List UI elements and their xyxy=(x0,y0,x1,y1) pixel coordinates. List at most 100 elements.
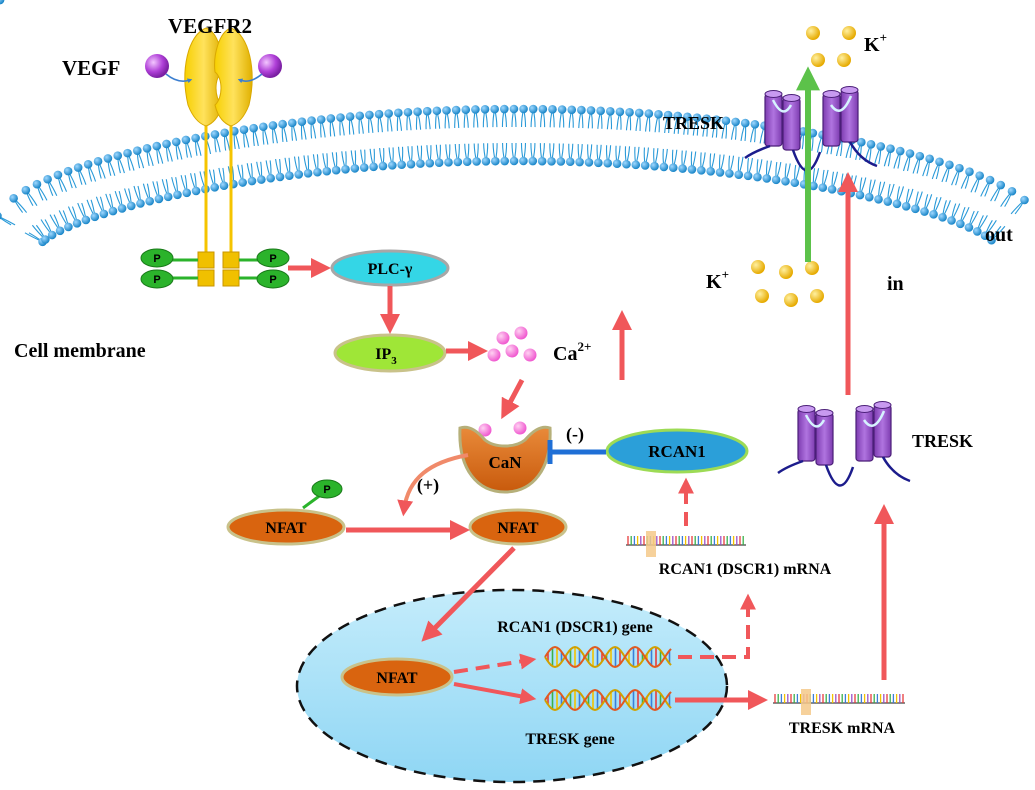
nucleus xyxy=(295,588,729,784)
lipid-head xyxy=(219,181,229,190)
lipid-head xyxy=(247,176,257,186)
lipid-head xyxy=(702,114,711,123)
lipid-head xyxy=(547,157,556,166)
vegf-binding-arrow xyxy=(237,73,263,84)
lipid-head xyxy=(365,110,374,120)
lipid-head xyxy=(920,207,929,216)
tresk-helix-cap xyxy=(782,94,801,102)
lipid-head xyxy=(326,114,336,123)
tresk-tail xyxy=(881,456,911,483)
lipid-head xyxy=(538,104,548,114)
lipid-head xyxy=(725,169,734,178)
lipid-head xyxy=(771,175,781,185)
calcium-ion xyxy=(513,421,527,435)
calcium-label: Ca2+ xyxy=(553,339,591,365)
lipid-head xyxy=(827,185,837,194)
potassium-ion xyxy=(779,265,793,279)
lipid-head xyxy=(753,172,762,182)
lipid-head xyxy=(43,174,52,184)
lipid-head xyxy=(575,157,584,167)
lipid-head xyxy=(422,106,432,116)
tresk-gene-label: TRESK gene xyxy=(525,731,614,748)
lipid-head xyxy=(9,194,18,203)
phosphate-label: P xyxy=(323,484,330,496)
rcan1-node xyxy=(605,428,749,474)
phosphate-group: P xyxy=(256,248,290,268)
lipid-head xyxy=(864,192,874,202)
lipid-head xyxy=(55,226,65,236)
lipid-head xyxy=(987,235,996,245)
tresk-helix xyxy=(822,93,841,147)
tresk-channel-membrane xyxy=(744,86,878,172)
lipid-head xyxy=(892,199,902,209)
phosphate-group: P xyxy=(256,269,290,289)
lipid-head xyxy=(220,128,229,138)
lipid-head xyxy=(72,219,82,228)
lipid-head xyxy=(191,186,201,196)
lipid-head xyxy=(634,108,644,118)
vegfr2-label: VEGFR2 xyxy=(168,14,252,38)
lipid-head xyxy=(678,164,687,173)
lipid-head xyxy=(83,160,93,169)
lipid-head xyxy=(947,216,956,225)
lipid-head xyxy=(925,154,934,164)
cell-membrane-label: Cell membrane xyxy=(14,340,146,362)
pathway-arrows xyxy=(288,66,894,710)
rcan1-gene-label: RCAN1 (DSCR1) gene xyxy=(497,619,653,636)
rcan1-label: RCAN1 xyxy=(648,442,706,461)
inside-label: in xyxy=(887,273,904,295)
arrow-nfat-to-rcan1-gene xyxy=(453,653,537,674)
calcineurin-node xyxy=(458,425,552,494)
lipid-head xyxy=(369,162,378,172)
lipid-head xyxy=(453,157,463,167)
tresk-helix-cap xyxy=(815,409,834,417)
potassium-ion xyxy=(805,261,819,275)
lipid-head xyxy=(374,109,384,119)
lipid-head xyxy=(249,123,258,133)
potassium-ion xyxy=(810,289,824,303)
lipid-head xyxy=(472,157,481,166)
lipid-head xyxy=(316,115,326,124)
tresk-tail xyxy=(824,464,855,487)
lipid-head xyxy=(605,106,615,116)
phosphate-label: P xyxy=(153,253,160,265)
dna-backbone xyxy=(544,688,672,712)
lipid-head xyxy=(154,194,164,204)
lipid-head xyxy=(239,125,249,134)
potassium-ion xyxy=(811,53,825,67)
lipid-head xyxy=(171,137,181,147)
lipid-head xyxy=(715,168,725,177)
lipid-head xyxy=(631,160,641,170)
lipid-head xyxy=(63,166,73,176)
phosphate-label: P xyxy=(269,274,276,286)
lipid-head xyxy=(567,105,577,115)
lipid-head xyxy=(406,159,416,169)
lipid-head xyxy=(99,209,109,219)
dna-backbone xyxy=(544,645,672,669)
phosphate-label: P xyxy=(269,253,276,265)
dna-backbone xyxy=(544,645,672,669)
dna-backbone xyxy=(544,688,672,712)
lipid-head xyxy=(915,151,925,161)
nfat-label: NFAT xyxy=(376,670,418,687)
lipid-head xyxy=(734,170,744,179)
lipid-head xyxy=(905,149,915,158)
calcium-ion xyxy=(487,348,501,362)
lipid-head xyxy=(442,106,451,115)
lipid-head xyxy=(594,158,603,168)
lipid-head xyxy=(509,156,519,166)
nfat-dephosphorylated-node xyxy=(468,508,568,546)
lipid-head xyxy=(565,157,575,167)
lipid-head xyxy=(687,165,697,174)
lipid-head xyxy=(0,0,5,5)
tresk-helix-cap xyxy=(764,90,783,98)
lipid-head xyxy=(644,109,654,118)
vegf-ligand xyxy=(258,54,282,78)
lipid-head xyxy=(394,108,403,118)
lipid-head xyxy=(41,235,50,244)
rcan1-gene-dna xyxy=(544,645,672,669)
lipid-head xyxy=(706,167,715,176)
vegfr2-receptor xyxy=(170,27,265,287)
lipid-head xyxy=(403,107,413,117)
lipid-head xyxy=(425,158,435,168)
